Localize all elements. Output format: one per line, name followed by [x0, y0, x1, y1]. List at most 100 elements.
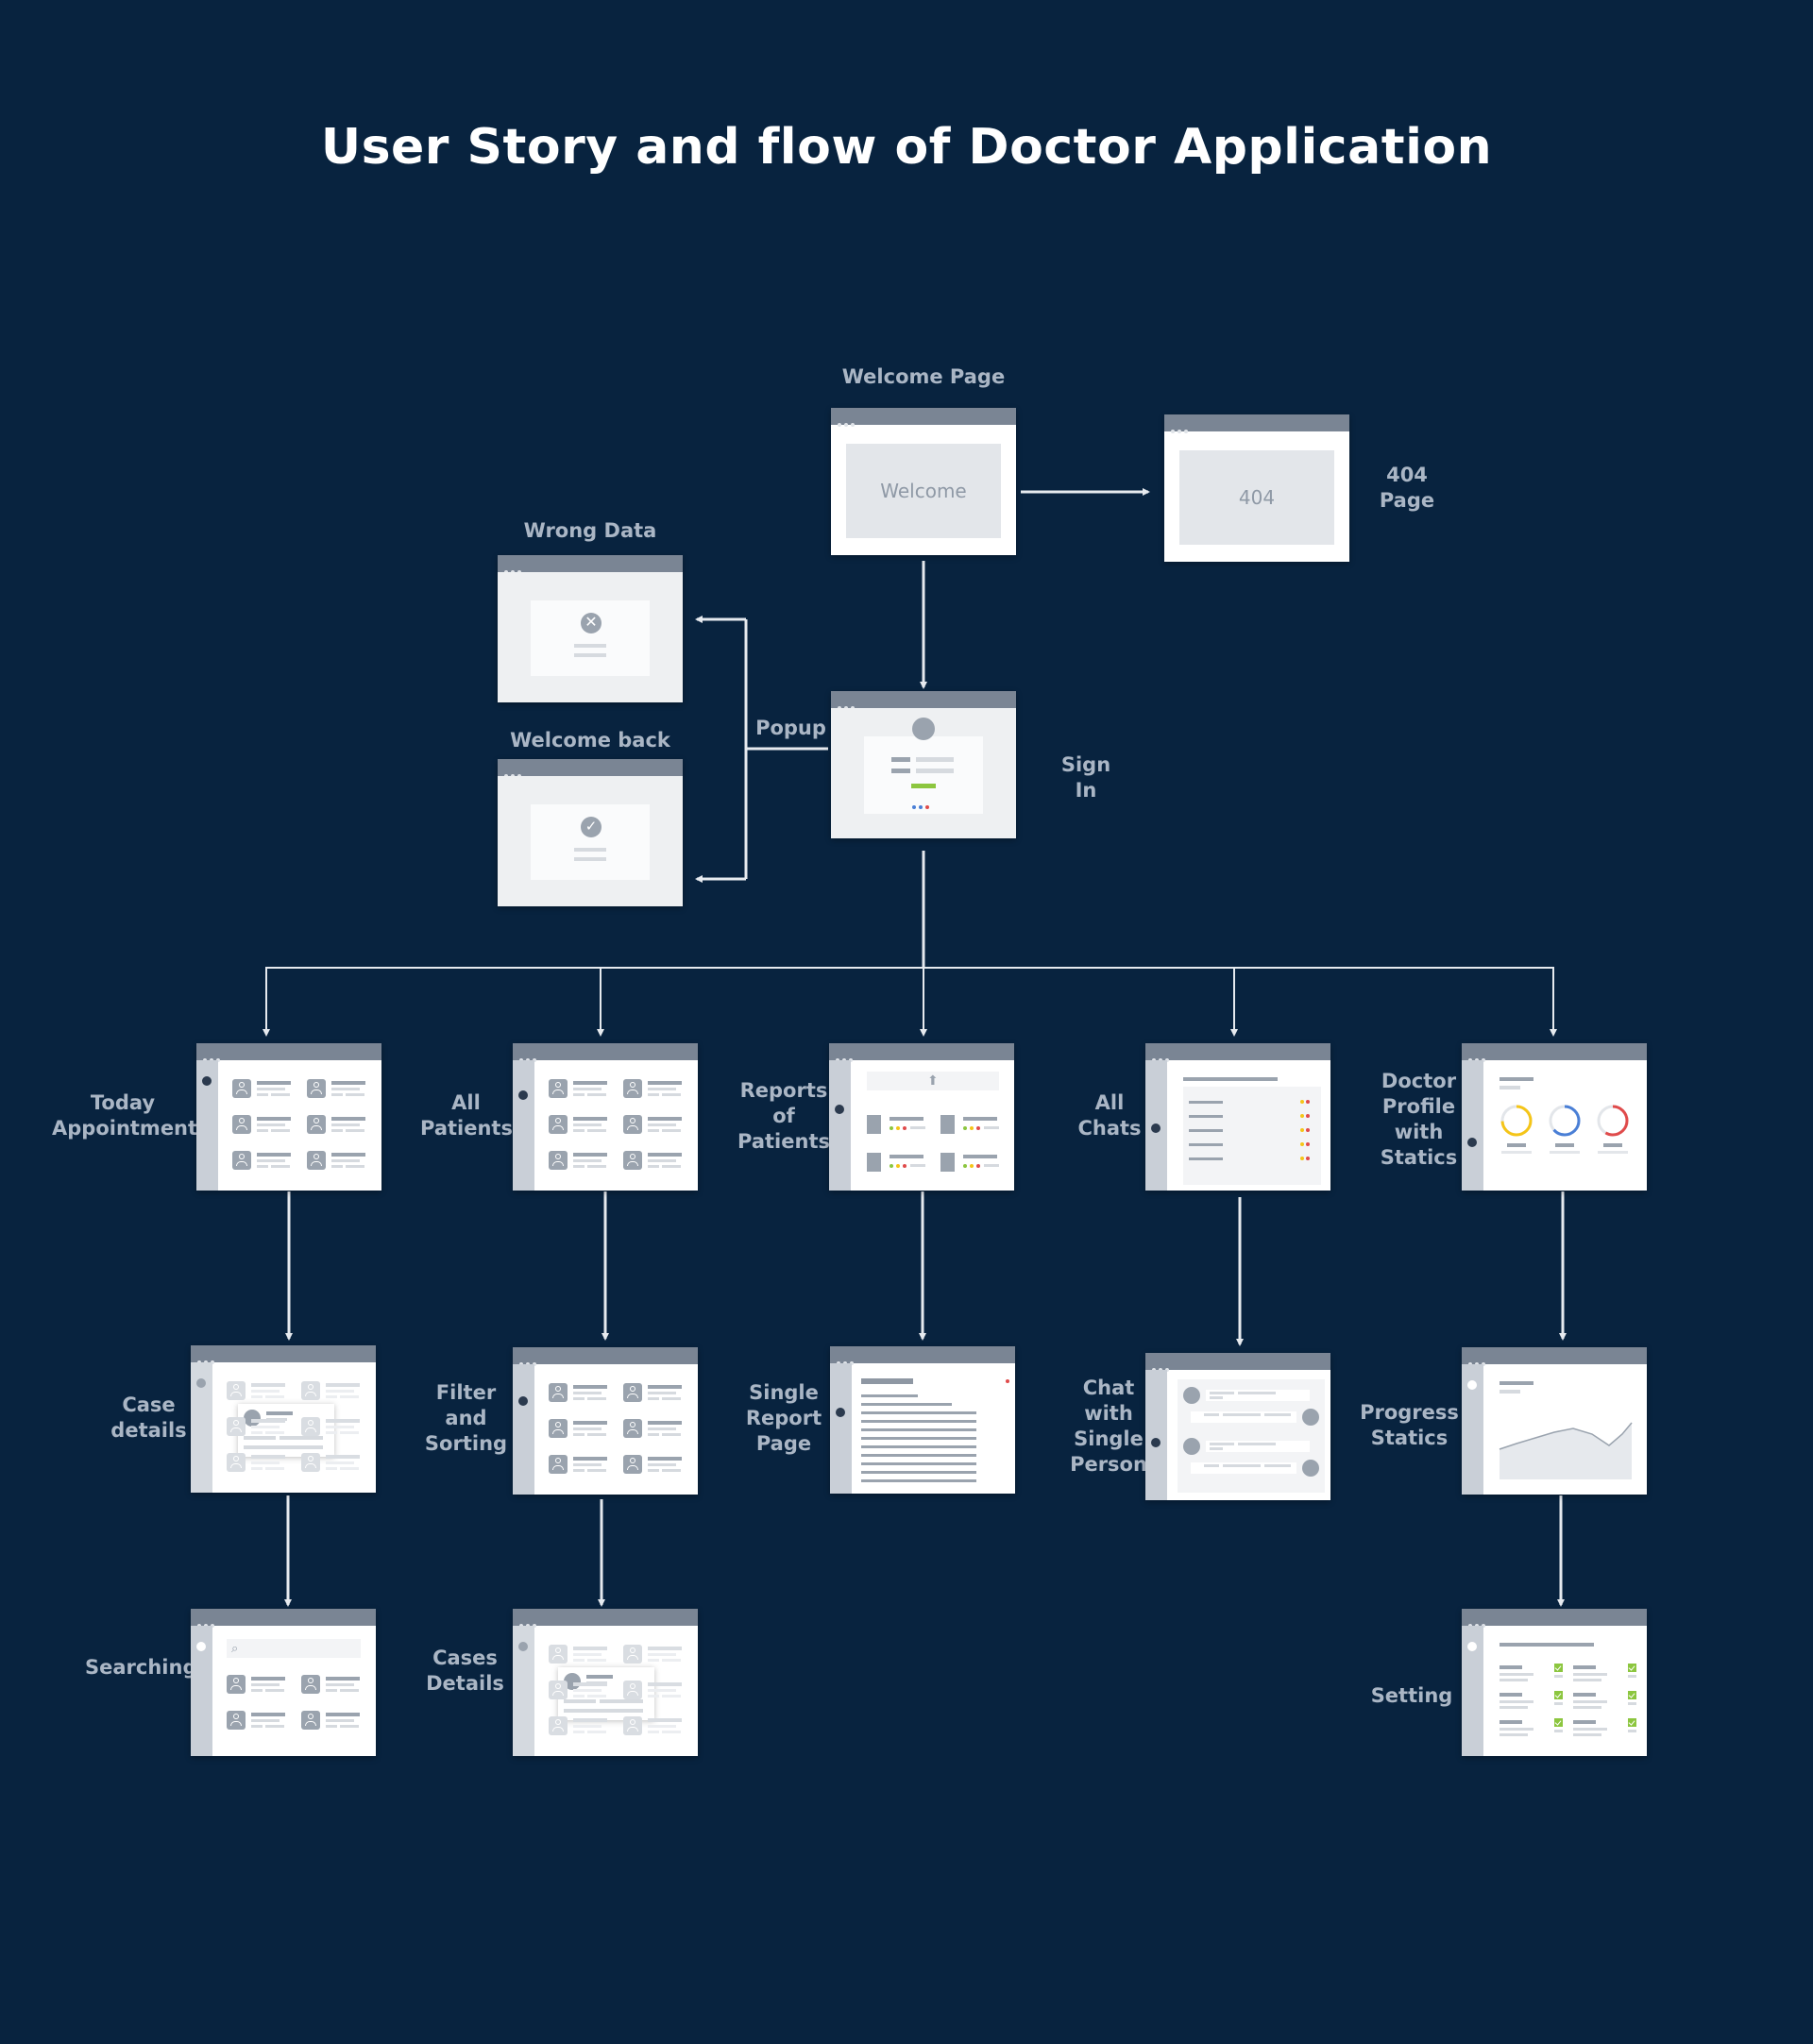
label-case-details: Case details	[110, 1394, 187, 1442]
person-icon	[623, 1645, 642, 1664]
label-setting: Setting	[1370, 1684, 1453, 1707]
screen-searching[interactable]: ⌕	[191, 1609, 376, 1756]
person-icon	[623, 1383, 642, 1402]
person-icon	[549, 1681, 568, 1699]
person-icon	[549, 1151, 568, 1170]
screen-progress-statics[interactable]	[1462, 1347, 1647, 1495]
screen-filter-sorting[interactable]	[513, 1347, 698, 1495]
person-icon	[227, 1711, 246, 1730]
sign-in-button	[911, 784, 936, 788]
person-icon	[549, 1645, 568, 1664]
document-icon	[867, 1115, 881, 1134]
checkbox-checked-icon	[1554, 1718, 1563, 1727]
label-doctor-profile: Doctor Profile with Statics	[1380, 1070, 1458, 1169]
chat-row	[1189, 1157, 1223, 1160]
person-icon	[623, 1716, 642, 1735]
checkbox-checked-icon	[1628, 1664, 1636, 1672]
person-icon	[301, 1417, 320, 1436]
person-icon	[549, 1419, 568, 1438]
screen-all-chats[interactable]	[1145, 1043, 1330, 1191]
screen-wrong-data[interactable]: ✕	[498, 555, 683, 702]
label-progress-statics: Progress Statics	[1360, 1401, 1459, 1449]
label-searching: Searching	[85, 1656, 197, 1679]
label-all-patients: All Patients	[420, 1091, 513, 1140]
progress-line-chart	[1499, 1422, 1633, 1479]
avatar	[1183, 1438, 1200, 1455]
check-icon: ✓	[581, 817, 602, 837]
screen-single-report[interactable]	[830, 1346, 1015, 1494]
screen-all-patients[interactable]	[513, 1043, 698, 1191]
label-single-report: Single Report Page	[745, 1381, 822, 1455]
label-popup: Popup	[755, 717, 826, 739]
404-screen-text: 404	[1179, 450, 1334, 545]
screen-welcome-page[interactable]: Welcome	[831, 408, 1016, 555]
checkbox-checked-icon	[1554, 1664, 1563, 1672]
chat-row	[1189, 1101, 1223, 1104]
avatar	[1183, 1387, 1200, 1404]
avatar	[1302, 1460, 1319, 1477]
statistics-rings	[1500, 1105, 1629, 1154]
person-icon	[227, 1453, 246, 1472]
label-wrong-data: Wrong Data	[523, 519, 657, 542]
person-icon	[549, 1079, 568, 1098]
label-all-chats: All Chats	[1077, 1091, 1142, 1140]
label-welcome-page: Welcome Page	[841, 365, 1006, 388]
person-icon	[227, 1381, 246, 1400]
screen-welcome-back[interactable]: ✓	[498, 759, 683, 906]
person-icon	[623, 1079, 642, 1098]
person-icon	[227, 1417, 246, 1436]
screen-404-page[interactable]: 404	[1164, 414, 1349, 562]
screen-doctor-profile[interactable]	[1462, 1043, 1647, 1191]
person-icon	[232, 1079, 251, 1098]
sidebar-active-dot	[1151, 1438, 1161, 1447]
sidebar-active-dot	[1467, 1138, 1477, 1147]
person-icon	[301, 1453, 320, 1472]
person-icon	[232, 1115, 251, 1134]
checkbox-checked-icon	[1628, 1691, 1636, 1699]
diagram-title: User Story and flow of Doctor Applicatio…	[320, 119, 1493, 176]
sidebar-active-dot	[836, 1408, 845, 1417]
label-chat-single-person: Chat with Single Person	[1070, 1377, 1147, 1476]
search-icon: ⌕	[231, 1641, 239, 1655]
label-welcome-back: Welcome back	[510, 729, 670, 752]
person-icon	[307, 1115, 326, 1134]
checkbox-checked-icon	[1554, 1691, 1563, 1699]
screen-chat-single-person[interactable]	[1145, 1353, 1330, 1500]
person-icon	[623, 1455, 642, 1474]
person-icon	[549, 1716, 568, 1735]
label-404-page: 404 Page	[1379, 464, 1435, 512]
chat-row	[1189, 1115, 1223, 1118]
person-icon	[307, 1079, 326, 1098]
screen-setting[interactable]	[1462, 1609, 1647, 1756]
person-icon	[227, 1675, 246, 1694]
screen-sign-in[interactable]	[831, 691, 1016, 838]
screen-today-appointments[interactable]	[196, 1043, 381, 1191]
sidebar-active-dot	[518, 1090, 528, 1100]
label-today-appointments: Today Appointments	[52, 1091, 210, 1140]
label-reports-of-patients: Reports of Patients	[737, 1079, 830, 1153]
person-icon	[549, 1115, 568, 1134]
checkbox-checked-icon	[1628, 1718, 1636, 1727]
label-cases-details: Cases Details	[426, 1647, 504, 1695]
sidebar-active-dot	[835, 1105, 844, 1114]
document-icon	[867, 1153, 881, 1172]
avatar	[244, 1410, 261, 1427]
person-icon	[549, 1455, 568, 1474]
upload-icon: ⬆	[927, 1073, 939, 1088]
document-icon	[940, 1153, 955, 1172]
person-icon	[232, 1151, 251, 1170]
sidebar-active-dot	[202, 1076, 212, 1086]
label-sign-in: Sign In	[1060, 753, 1111, 802]
person-icon	[623, 1151, 642, 1170]
person-icon	[623, 1115, 642, 1134]
person-icon	[549, 1383, 568, 1402]
screen-case-details[interactable]	[191, 1345, 376, 1493]
user-avatar-icon	[912, 718, 935, 740]
screen-cases-details[interactable]	[513, 1609, 698, 1756]
person-icon	[301, 1381, 320, 1400]
screen-reports-of-patients[interactable]: ⬆	[829, 1043, 1014, 1191]
chat-row	[1189, 1143, 1223, 1146]
person-icon	[307, 1151, 326, 1170]
